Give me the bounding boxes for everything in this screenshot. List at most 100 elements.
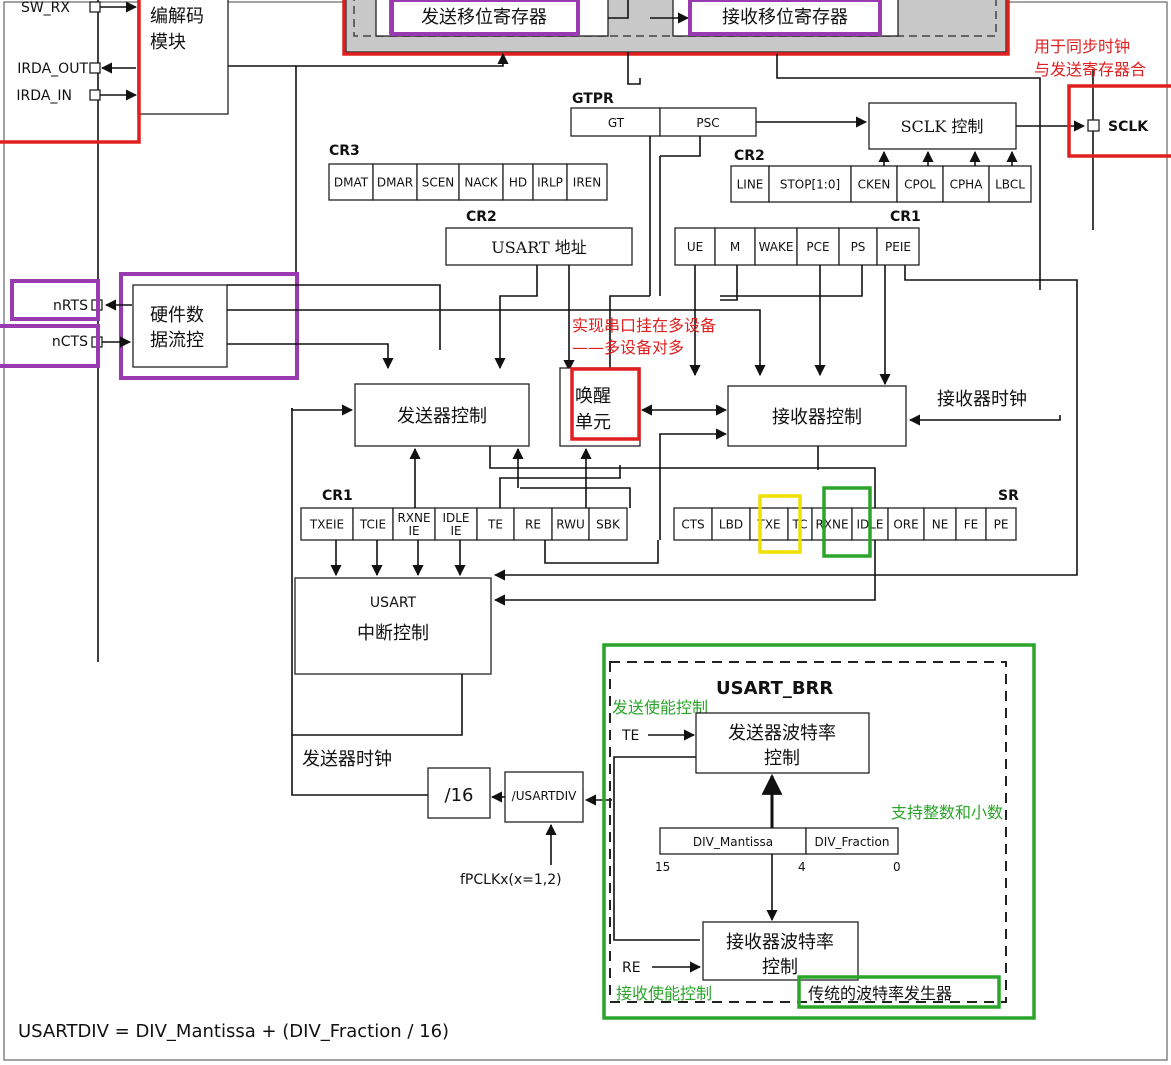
bit-15-label: 15 bbox=[655, 860, 670, 874]
sr-bit-cell bbox=[985, 507, 1017, 541]
gtpr-gt bbox=[570, 107, 661, 137]
note-rx-enable: 接收使能控制 bbox=[616, 984, 712, 1003]
cr1_bottom-bit-label: IE bbox=[450, 524, 461, 538]
note-int-frac: 支持整数和小数 bbox=[891, 803, 1003, 822]
hw-flow-label-2: 据流控 bbox=[150, 330, 204, 351]
cr1_top-bit-cell bbox=[876, 227, 920, 266]
sr-bit-label: PE bbox=[994, 518, 1009, 532]
cr1_top-bit-cell bbox=[714, 227, 756, 266]
cr3-bit-label: SCEN bbox=[422, 176, 455, 190]
tx-baud-label-2: 控制 bbox=[764, 748, 800, 769]
hw-flow-control-block bbox=[132, 284, 228, 368]
pin-irda-in: IRDA_IN bbox=[16, 88, 72, 104]
cr1_bottom-bit-cell bbox=[352, 507, 394, 541]
traditional-baud-highlight bbox=[797, 975, 1001, 1009]
cr3-bit-label: DMAT bbox=[334, 176, 369, 190]
cr1_top-bit-label: UE bbox=[687, 240, 703, 254]
rx-baud-block bbox=[702, 921, 859, 981]
wakeup-label-2: 单元 bbox=[575, 412, 611, 433]
cr1_bottom-bit-label: IDLE bbox=[442, 511, 469, 525]
hw-flow-highlight bbox=[119, 272, 299, 380]
sr-bit-label: CTS bbox=[681, 518, 704, 532]
cr1_bottom-bit-label: RXNE bbox=[397, 511, 430, 525]
wakeup-label-1: 唤醒 bbox=[575, 386, 611, 407]
rx-clock-label: 接收器时钟 bbox=[937, 389, 1027, 410]
nrts-highlight bbox=[10, 279, 100, 321]
cr1_bottom-bit-label: RE bbox=[525, 518, 541, 532]
cr1_top-bit-label: M bbox=[730, 240, 740, 254]
cr3-bit-label: IREN bbox=[573, 176, 601, 190]
sr-bit-cell bbox=[811, 507, 853, 541]
cr3-bit-cell bbox=[502, 163, 534, 201]
rx-control-label: 接收器控制 bbox=[772, 407, 862, 428]
cr1_top-bit-label: PCE bbox=[806, 240, 829, 254]
usart-brr-label: USART_BRR bbox=[716, 678, 833, 699]
cr1_bottom-bit-label: TCIE bbox=[359, 518, 386, 532]
tx-control-label: 发送器控制 bbox=[397, 406, 487, 427]
pin-nrts: nRTS bbox=[53, 298, 88, 314]
cr2_top-bit-cell bbox=[942, 165, 990, 203]
sr-bit-label: FE bbox=[964, 518, 978, 532]
re-input-label: RE bbox=[622, 960, 641, 976]
sr-bit-label: RXNE bbox=[815, 518, 848, 532]
usart-address-block bbox=[445, 227, 633, 266]
sr-bit-cell bbox=[887, 507, 925, 541]
sr-bit-label: TXE bbox=[756, 518, 780, 532]
usart-interrupt-label-1: USART bbox=[370, 595, 417, 611]
cr1_top-bit-cell bbox=[838, 227, 878, 266]
cr1_bottom-bit-label: TE bbox=[487, 518, 503, 532]
cr1_top-bit-cell bbox=[674, 227, 716, 266]
usartdiv-label: /USARTDIV bbox=[512, 789, 577, 803]
note-tx-enable: 发送使能控制 bbox=[612, 698, 708, 717]
cr1_bottom-bit-cell bbox=[551, 507, 590, 541]
rx-baud-label-1: 接收器波特率 bbox=[726, 932, 834, 953]
rx-shift-register-label: 接收移位寄存器 bbox=[722, 7, 848, 28]
gtpr-label: GTPR bbox=[572, 91, 614, 107]
cr3-bit-cell bbox=[532, 163, 568, 201]
tx-baud-block bbox=[695, 712, 870, 774]
usart-address-label: USART 地址 bbox=[491, 238, 587, 257]
note-multi-device-2: ——多设备对多 bbox=[572, 338, 684, 357]
cr2_top-bit-label: STOP[1:0] bbox=[780, 178, 840, 192]
sr-bit-label: NE bbox=[932, 518, 949, 532]
note-traditional-baud: 传统的波特率发生器 bbox=[808, 984, 952, 1003]
note-multi-device-1: 实现串口挂在多设备 bbox=[572, 316, 716, 335]
sclk-control-block bbox=[868, 102, 1017, 150]
usartdiv-block bbox=[504, 771, 584, 823]
cr2_top-bit-label: CKEN bbox=[858, 178, 891, 192]
cr2_top-bit-label: LBCL bbox=[995, 178, 1025, 192]
sr-bit-cell bbox=[923, 507, 957, 541]
usartdiv-formula: USARTDIV = DIV_Mantissa + (DIV_Fraction … bbox=[18, 1021, 449, 1042]
cr3-bit-label: DMAR bbox=[377, 176, 413, 190]
cr1_bottom-bit-cell bbox=[513, 507, 553, 541]
cr1_bottom-bit-label: RWU bbox=[556, 518, 585, 532]
div-mantissa-field bbox=[659, 827, 807, 855]
pin-ncts: nCTS bbox=[52, 334, 88, 350]
rx-baud-label-2: 控制 bbox=[762, 957, 798, 978]
usart-interrupt-block bbox=[294, 577, 492, 675]
sr-bit-cell bbox=[673, 507, 713, 541]
txe-highlight bbox=[758, 494, 802, 554]
cr1_top-bit-cell bbox=[796, 227, 840, 266]
cr3-bit-label: IRLP bbox=[537, 176, 563, 190]
irda-highlight bbox=[0, 0, 141, 144]
cr1-bottom-label: CR1 bbox=[322, 488, 353, 504]
cr1_bottom-bit-label: IE bbox=[408, 524, 419, 538]
note-sync-clock-2: 与发送寄存器合 bbox=[1034, 60, 1146, 79]
irda-codec-label-1: 编解码 bbox=[150, 6, 204, 27]
tx-shift-highlight bbox=[390, 0, 580, 36]
cr3-label: CR3 bbox=[329, 143, 360, 159]
rxne-highlight bbox=[822, 486, 872, 558]
sr-bit-label: LBD bbox=[719, 518, 743, 532]
wakeup-highlight bbox=[570, 367, 641, 441]
cr2-addr-label: CR2 bbox=[466, 209, 497, 225]
cr2_top-bit-cell bbox=[896, 165, 944, 203]
sr-bit-label: ORE bbox=[893, 518, 918, 532]
tx-control-block bbox=[354, 383, 530, 447]
cr3-bit-label: HD bbox=[509, 176, 527, 190]
